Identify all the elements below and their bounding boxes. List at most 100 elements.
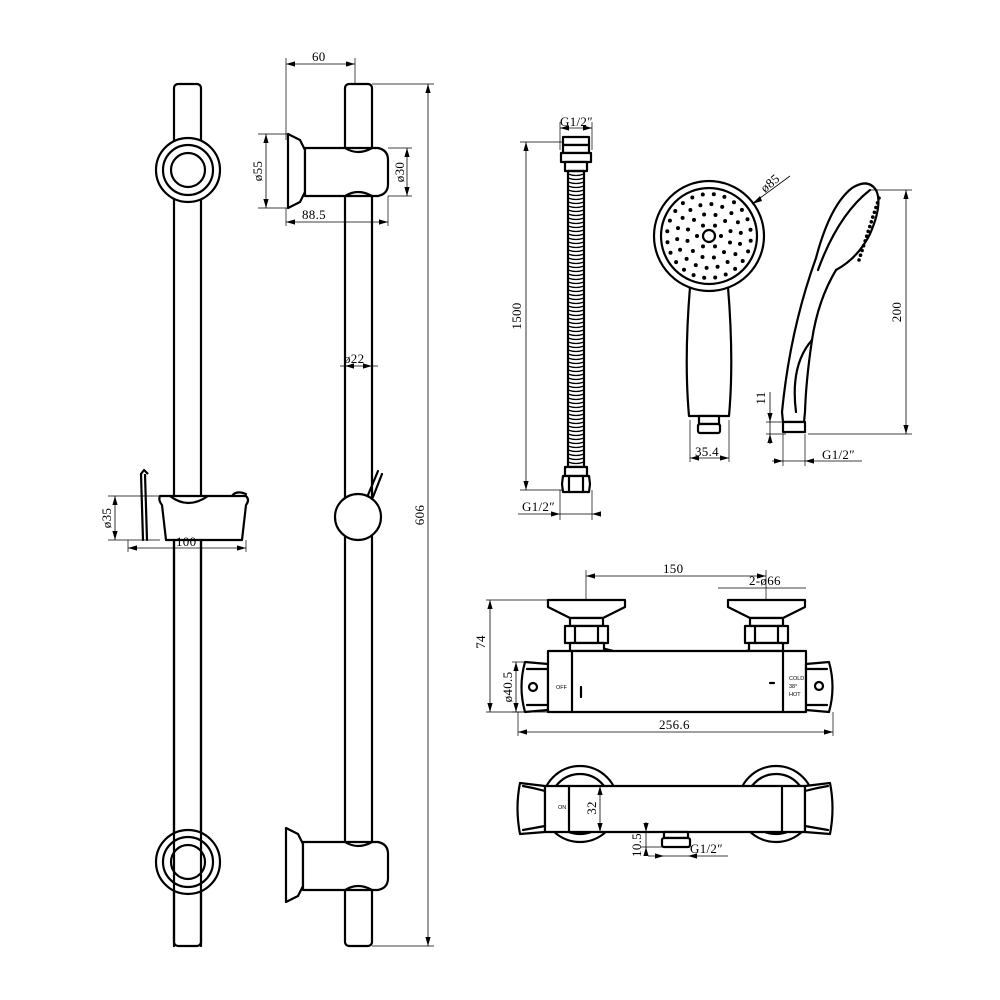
hose-coil xyxy=(567,425,585,429)
hose-coil xyxy=(567,201,585,205)
nozzle-tooth xyxy=(857,258,861,262)
dimension-arrowhead xyxy=(237,545,246,551)
hose-coil xyxy=(567,353,585,357)
nozzle-tooth xyxy=(872,210,877,215)
hose-coil xyxy=(567,281,585,285)
spray-nozzle xyxy=(738,241,742,246)
hose-coil xyxy=(567,301,585,305)
hose-coil xyxy=(567,445,585,449)
dimension-arrowhead xyxy=(643,847,649,856)
dimension-arrowhead xyxy=(513,662,519,671)
nozzle-tooth xyxy=(866,229,870,234)
spray-nozzle xyxy=(735,220,740,225)
dimension-arrowhead xyxy=(767,413,773,422)
label-off: OFF xyxy=(556,685,568,691)
hose-coil xyxy=(567,197,585,201)
spray-nozzle xyxy=(713,213,718,217)
hose-coil xyxy=(567,221,585,225)
dimension-arrowhead xyxy=(487,703,493,712)
hand-shower-side-dimensions: 200 11 G1/2″ xyxy=(753,189,912,466)
spray-nozzle xyxy=(713,244,717,249)
valve-top-view: ON xyxy=(516,764,834,849)
nozzle-tooth xyxy=(875,201,880,205)
hose-coil xyxy=(567,461,585,465)
hose-coil xyxy=(567,401,585,405)
nozzle-tooth xyxy=(858,253,863,257)
spray-nozzle xyxy=(695,234,699,238)
dimension-arrowhead xyxy=(592,511,601,517)
hose-coil xyxy=(567,253,585,257)
dimension-arrowhead xyxy=(263,199,269,208)
spray-nozzle xyxy=(702,212,707,217)
spray-nozzle xyxy=(719,234,723,238)
dim-hose-bottom-thread: G1/2″ xyxy=(522,499,555,514)
dimension-arrowhead xyxy=(643,823,649,832)
dim-valve-body-diameter: ø40.5 xyxy=(500,672,515,703)
hose-coil xyxy=(567,213,585,217)
dim-slider-diameter: ø35 xyxy=(99,508,114,528)
dimension-arrowhead xyxy=(655,853,664,859)
hose-coil xyxy=(567,173,585,177)
spray-nozzle xyxy=(690,195,695,200)
spray-nozzle xyxy=(693,263,698,268)
hose-coil xyxy=(567,437,585,441)
spray-nozzle xyxy=(733,266,738,271)
dimension-arrowhead xyxy=(752,196,762,204)
spray-nozzle xyxy=(698,203,703,208)
hose-coil xyxy=(567,269,585,273)
valve-front-view: OFF COLD 38° HOT xyxy=(520,598,834,714)
hose-coil xyxy=(567,361,585,365)
spray-nozzle xyxy=(665,229,670,234)
dimension-arrowhead xyxy=(379,219,388,225)
nozzle-tooth xyxy=(861,243,866,248)
dimension-arrowhead xyxy=(690,455,699,461)
nozzle-tooth xyxy=(869,220,874,224)
spray-nozzle xyxy=(675,237,680,242)
spray-nozzle xyxy=(720,204,725,209)
hose-coil xyxy=(567,229,585,233)
dimension-arrowhead xyxy=(112,496,118,505)
spray-nozzle xyxy=(667,218,672,223)
spray-nozzle xyxy=(723,272,728,277)
spray-nozzle xyxy=(733,252,738,257)
hose-coil xyxy=(567,257,585,261)
spray-nozzle xyxy=(668,250,673,255)
spray-nozzle xyxy=(739,207,744,212)
hose-coil xyxy=(567,277,585,281)
hose-coil xyxy=(567,225,585,229)
spray-nozzle xyxy=(738,230,743,235)
dimension-arrowhead xyxy=(112,531,118,540)
spray-nozzle xyxy=(725,260,730,264)
spray-nozzle xyxy=(713,275,718,280)
dimension-arrowhead xyxy=(518,729,527,735)
spray-nozzle xyxy=(715,264,720,269)
dimension-arrowhead xyxy=(263,134,269,143)
dim-256-6: 256.6 xyxy=(659,717,690,732)
dimension-arrowhead xyxy=(523,142,529,151)
dimension-arrowhead xyxy=(720,455,729,461)
dim-bracket-diameter: ø55 xyxy=(250,161,265,181)
hose-coil xyxy=(567,397,585,401)
spray-nozzle xyxy=(692,217,696,222)
hose-coil xyxy=(567,273,585,277)
hose-coil xyxy=(567,245,585,249)
label-on: ON xyxy=(558,805,566,811)
spray-nozzle xyxy=(674,260,679,265)
spray-nozzle xyxy=(688,208,693,212)
hose-coil xyxy=(567,389,585,393)
spray-nozzle xyxy=(748,227,753,232)
hose-coil xyxy=(567,453,585,457)
hose-coil xyxy=(567,377,585,381)
dimension-arrowhead xyxy=(767,434,773,443)
nozzle-tooth xyxy=(868,224,872,229)
spray-nozzle xyxy=(702,275,707,280)
dim-arm-diameter: ø30 xyxy=(392,162,407,182)
spray-nozzle xyxy=(723,219,728,223)
dimension-arrows xyxy=(112,61,909,946)
hose-coil xyxy=(567,413,585,417)
hose-coil xyxy=(567,381,585,385)
dimension-arrowhead xyxy=(551,511,560,517)
hose-coil xyxy=(567,325,585,329)
hand-shower-side xyxy=(780,182,881,434)
